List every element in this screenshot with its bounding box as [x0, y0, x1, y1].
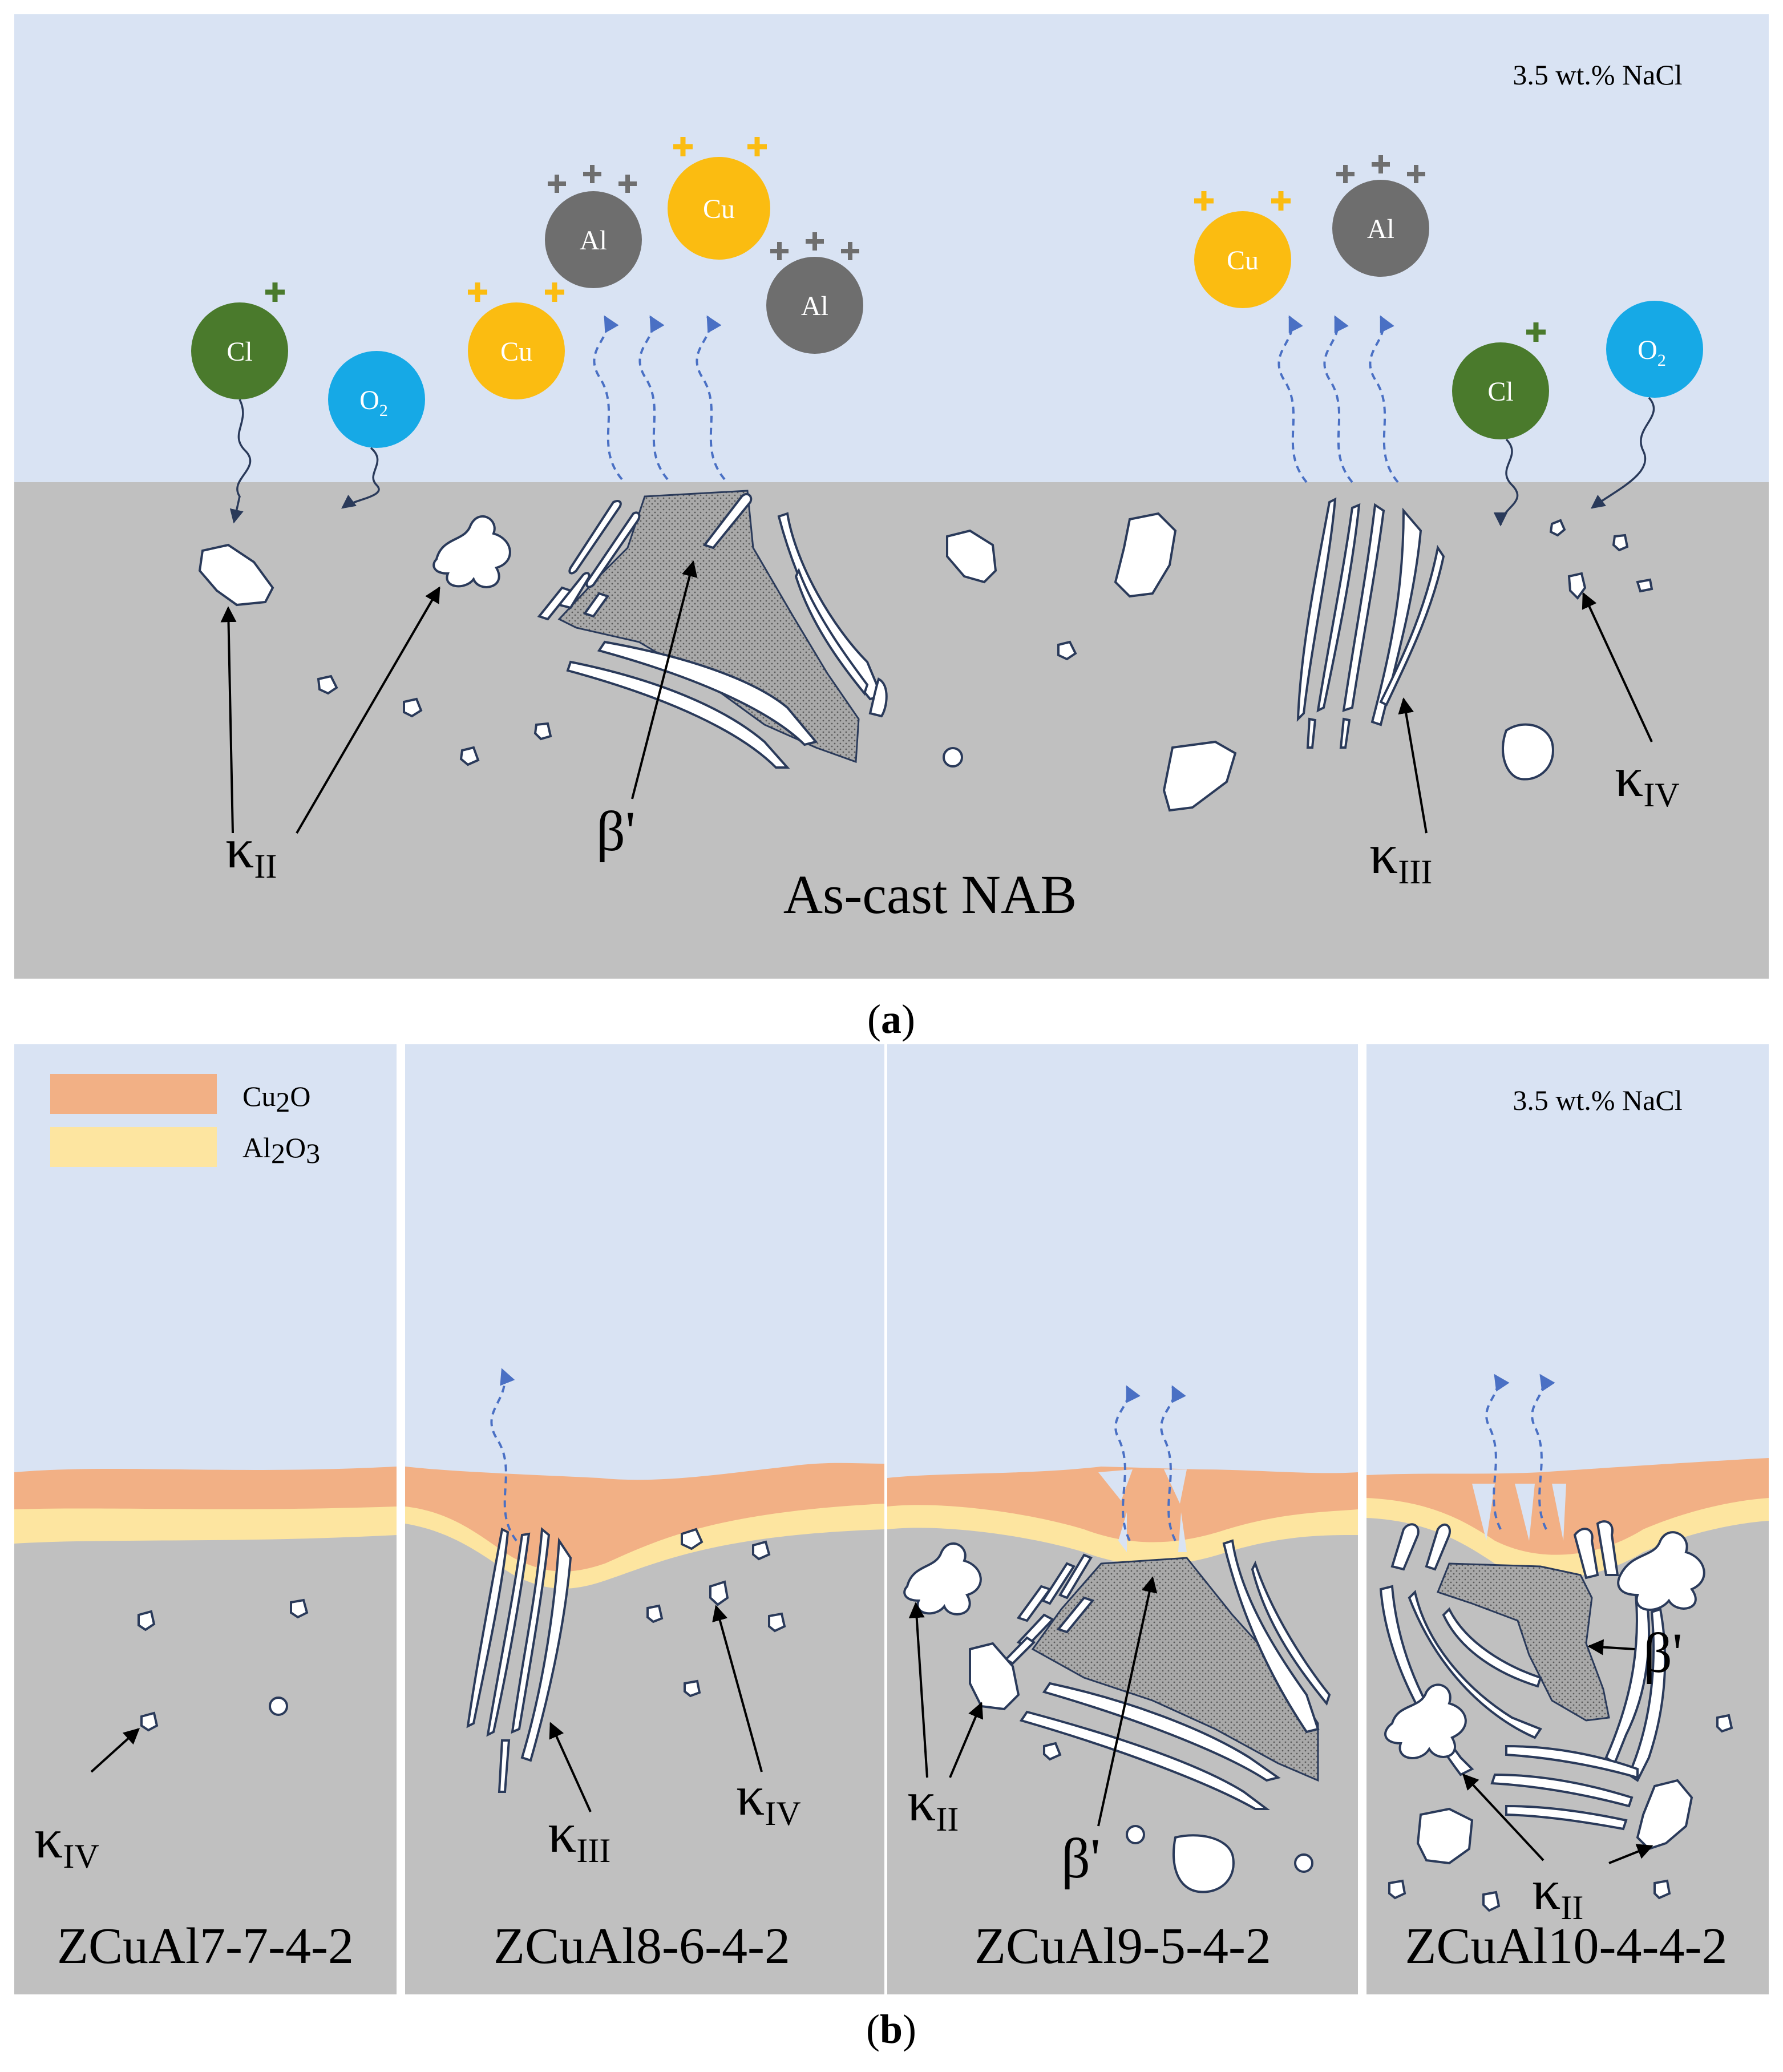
svg-text:Cl: Cl — [227, 337, 252, 367]
panel-b-medium-label: 3.5 wt.% NaCl — [1513, 1084, 1682, 1116]
label-kappa-iv-a: κIV — [1615, 745, 1680, 814]
cl-ion-right: Cl — [1452, 322, 1549, 439]
beta-prime-region-b3 — [1031, 1557, 1319, 1782]
legend-swatch-cu2o — [50, 1074, 217, 1114]
caption-b: (b) — [866, 2006, 916, 2052]
panel-b: κIV ZCuAl7-7-4-2 κIV κIII ZCuAl8-6 — [14, 1044, 1769, 1994]
legend-label-al2o3: Al2O3 — [242, 1132, 320, 1169]
o2-diffusion-path-left — [341, 447, 380, 509]
panel-a-alloy-label: As-cast NAB — [783, 864, 1077, 925]
al-ion-center: Al — [766, 232, 863, 354]
alloy-label-2: ZCuAl8-6-4-2 — [494, 1918, 790, 1974]
scattered-particles-a — [317, 512, 1653, 812]
svg-text:Cu: Cu — [500, 337, 532, 367]
label-beta-b4: β' — [1643, 1621, 1683, 1685]
panel-a-medium-label: 3.5 wt.% NaCl — [1513, 59, 1682, 91]
cu-ion-left-low: Cu — [468, 282, 565, 399]
cu-ion-right: Cu — [1194, 191, 1291, 308]
kappa-iii-cluster-right — [1296, 497, 1445, 749]
legend: Cu2O Al2O3 — [50, 1074, 320, 1169]
svg-text:Al: Al — [1367, 214, 1394, 244]
subpanel-zcual7: κIV ZCuAl7-7-4-2 — [14, 1044, 397, 1994]
kappa-iii-laths-a-left — [537, 492, 753, 621]
label-kappa-iii-a: κIII — [1369, 822, 1432, 891]
cu-ion-top: Cu — [668, 137, 770, 260]
cl-diffusion-path-right — [1493, 438, 1519, 527]
label-kappa-iv-b1: κIV — [34, 1807, 99, 1875]
cl-ion-left: Cl — [191, 282, 288, 399]
panel-a-alloy — [14, 482, 1769, 979]
kappa-iii-laths-a-bottom — [566, 640, 818, 769]
label-kappa-ii-b4: κII — [1532, 1858, 1583, 1926]
kappa-iii-laths-a-right — [777, 512, 888, 718]
label-kappa-ii-b3: κII — [907, 1770, 959, 1838]
al-ion-right: Al — [1332, 155, 1429, 277]
cl-diffusion-path-left — [229, 399, 252, 524]
beta-prime-region-b4 — [1437, 1562, 1610, 1722]
subpanel-zcual8: κIV κIII ZCuAl8-6-4-2 — [405, 1044, 884, 1994]
caption-a: (a) — [867, 996, 915, 1042]
legend-label-cu2o: Cu2O — [242, 1080, 310, 1118]
svg-text:Cu: Cu — [703, 194, 735, 224]
alloy-label-3: ZCuAl9-5-4-2 — [975, 1918, 1271, 1974]
label-beta-b3: β' — [1061, 1827, 1101, 1890]
svg-text:Al: Al — [580, 225, 607, 256]
label-beta-a: β' — [596, 799, 636, 863]
svg-text:Al: Al — [801, 291, 828, 321]
svg-text:Cu: Cu — [1227, 245, 1259, 276]
svg-text:Cl: Cl — [1487, 377, 1513, 407]
svg-text:O2: O2 — [1638, 335, 1666, 370]
subpanel-zcual10: β' κII ZCuAl10-4-4-2 3.5 wt.% NaCl — [1366, 1044, 1769, 1994]
kappa-ii-particle-2 — [432, 515, 511, 588]
o2-molecule-left: O2 — [328, 351, 425, 448]
alloy-label-4: ZCuAl10-4-4-2 — [1405, 1918, 1728, 1974]
alloy-label-1: ZCuAl7-7-4-2 — [57, 1918, 354, 1974]
o2-diffusion-path-right — [1591, 397, 1655, 509]
o2-molecule-right: O2 — [1606, 301, 1703, 398]
svg-text:O2: O2 — [359, 385, 388, 420]
label-kappa-iii-b2: κIII — [548, 1801, 610, 1869]
label-kappa-ii-a: κII — [225, 817, 277, 885]
panel-a: 3.5 wt.% NaCl As-cast NAB Cl O2 Cu Al — [14, 14, 1769, 979]
legend-swatch-al2o3 — [50, 1127, 217, 1167]
al-ion-left: Al — [545, 165, 642, 288]
beta-prime-region — [557, 490, 860, 764]
label-kappa-iv-b2: κIV — [736, 1764, 801, 1832]
kappa-ii-particle-1 — [198, 543, 274, 607]
subpanel-zcual9: κII β' ZCuAl9-5-4-2 — [887, 1044, 1358, 1994]
